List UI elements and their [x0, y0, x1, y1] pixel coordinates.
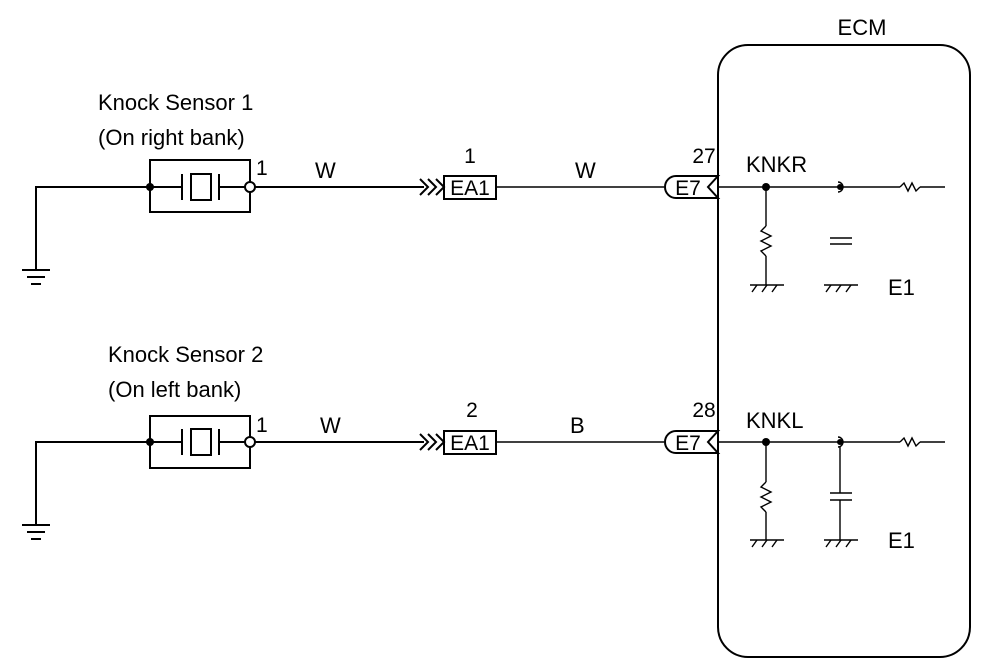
ecm-ground-2: E1 — [888, 528, 915, 553]
ecm-internal-circuit-1 — [718, 181, 945, 293]
ecm-box — [717, 44, 971, 658]
wire-2-color-out: B — [570, 413, 585, 438]
ecm-internal-circuit-2 — [718, 436, 945, 548]
sensor-1-ground-symbol — [22, 186, 150, 285]
sensor-1-name: Knock Sensor 1 — [98, 90, 253, 115]
ecm-ground-1: E1 — [888, 275, 915, 300]
circuit-knock-sensor-2: Knock Sensor 2 (On left bank) 1 W — [22, 342, 945, 553]
sensor-1-location: (On right bank) — [98, 125, 245, 150]
sensor-1-pin: 1 — [256, 157, 268, 180]
ecm-pin-2: 28 — [692, 399, 715, 422]
ecm-terminal-1: KNKR — [746, 152, 807, 177]
e7-connector-1-symbol — [664, 175, 721, 199]
ecm-pin-1: 27 — [692, 145, 715, 168]
sensor-2-ground-symbol — [22, 441, 150, 540]
knock-sensor-2-symbol — [146, 415, 256, 469]
wire-2-color-in: W — [320, 413, 341, 438]
circuit-knock-sensor-1: Knock Sensor 1 (On right bank) 1 W — [22, 90, 945, 300]
ecm-connector-1-label: E7 — [675, 177, 701, 200]
wire-1-color-out: W — [575, 158, 596, 183]
sensor-2-name: Knock Sensor 2 — [108, 342, 263, 367]
knock-sensor-1-symbol — [146, 159, 256, 213]
ecm-label: ECM — [838, 15, 887, 40]
wire-1-color-in: W — [315, 158, 336, 183]
sensor-2-location: (On left bank) — [108, 377, 241, 402]
e7-connector-2-symbol — [664, 430, 721, 454]
connector-2-pin: 2 — [466, 399, 478, 422]
connector-2-label: EA1 — [450, 432, 490, 455]
sensor-2-pin: 1 — [256, 414, 268, 437]
ecm-terminal-2: KNKL — [746, 408, 803, 433]
ecm-connector-2-label: E7 — [675, 432, 701, 455]
connector-1-label: EA1 — [450, 177, 490, 200]
connector-1-pin: 1 — [464, 145, 476, 168]
